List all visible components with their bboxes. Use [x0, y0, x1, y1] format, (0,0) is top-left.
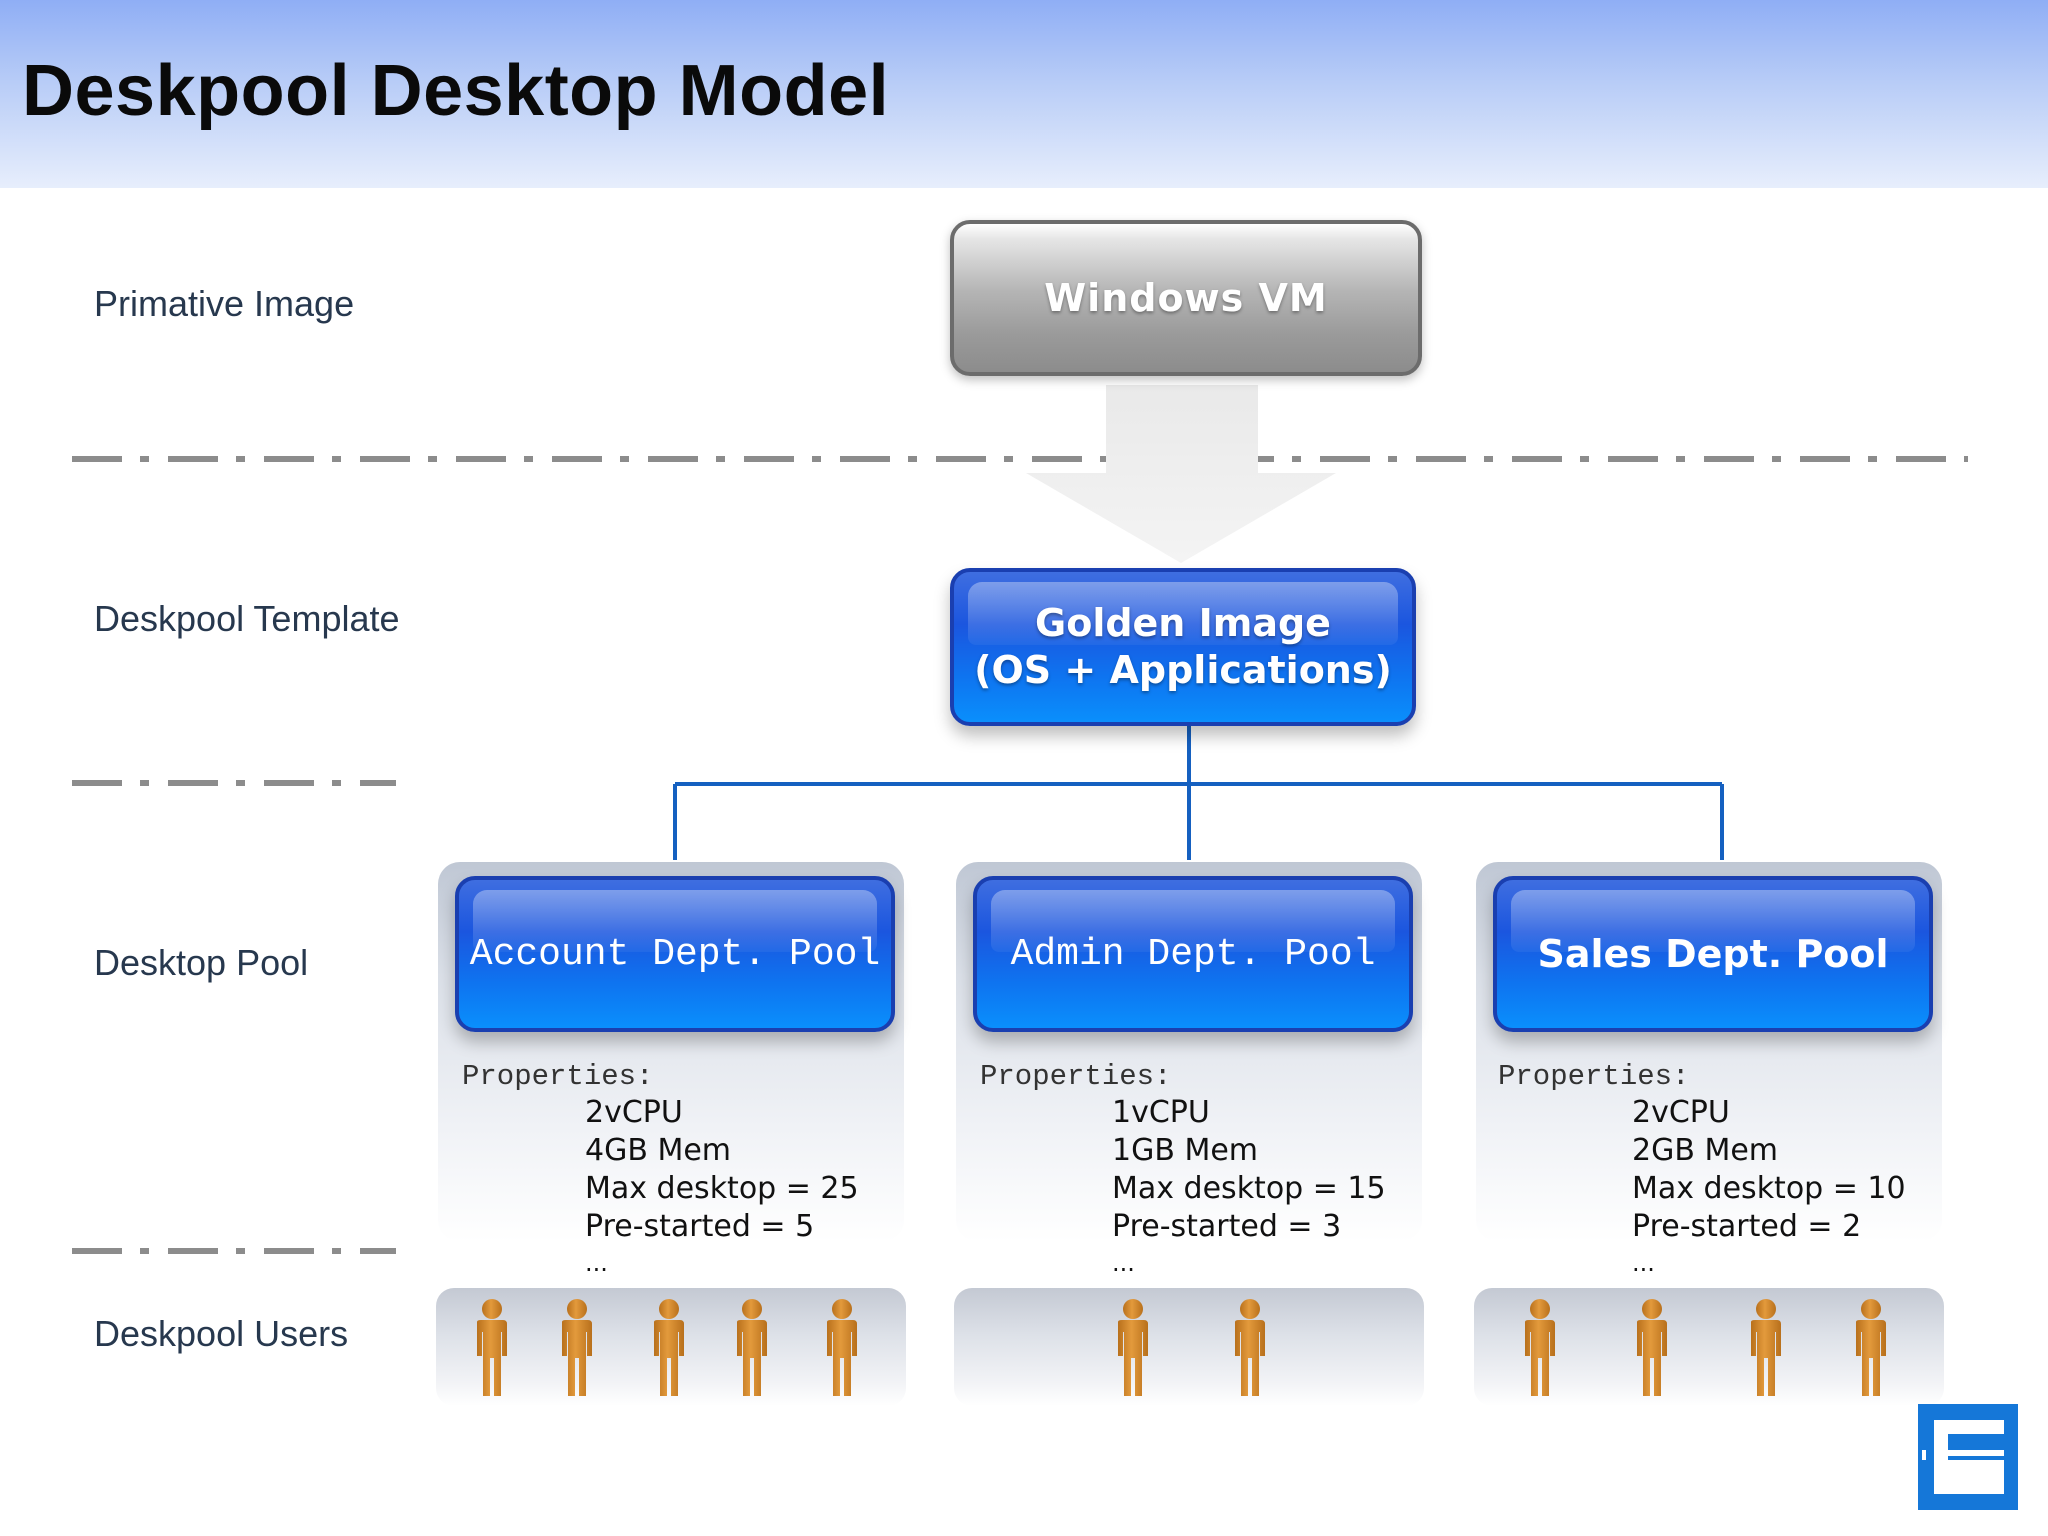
- person-icon: [562, 1299, 592, 1396]
- row-label-deskpool-users: Deskpool Users: [94, 1313, 349, 1354]
- windows-vm-node: Windows VM: [950, 220, 1422, 376]
- windows-vm-label: Windows VM: [1044, 276, 1328, 320]
- admin-prop-pre-started: Pre-started = 3: [1112, 1209, 1342, 1244]
- account-pool-node: Account Dept. Pool: [455, 876, 895, 1032]
- admin-properties-label: Properties:: [980, 1060, 1172, 1093]
- golden-image-title: Golden Image: [1035, 601, 1331, 645]
- admin-prop-ellipsis: ...: [1112, 1249, 1135, 1277]
- admin-prop-max-desktop: Max desktop = 15: [1112, 1171, 1386, 1206]
- down-arrow-icon: [1026, 385, 1336, 563]
- golden-image-subtitle: (OS + Applications): [974, 648, 1392, 692]
- person-icon: [1235, 1299, 1265, 1396]
- sales-prop-mem: 2GB Mem: [1632, 1133, 1779, 1168]
- person-icon: [1751, 1299, 1781, 1396]
- row-label-desktop-pool: Desktop Pool: [94, 942, 309, 983]
- person-icon: [827, 1299, 857, 1396]
- person-icon: [1525, 1299, 1555, 1396]
- sales-prop-max-desktop: Max desktop = 10: [1632, 1171, 1906, 1206]
- person-icon: [1637, 1299, 1667, 1396]
- account-prop-ellipsis: ...: [585, 1249, 608, 1277]
- sales-pool-label: Sales Dept. Pool: [1537, 932, 1889, 976]
- sales-prop-pre-started: Pre-started = 2: [1632, 1209, 1862, 1244]
- account-prop-pre-started: Pre-started = 5: [585, 1209, 815, 1244]
- separator-line-2: [72, 780, 396, 786]
- row-label-deskpool-template: Deskpool Template: [94, 598, 400, 639]
- person-icon: [1856, 1299, 1886, 1396]
- account-properties-label: Properties:: [462, 1060, 654, 1093]
- company-logo-icon: [1912, 1404, 2020, 1510]
- admin-pool-node: Admin Dept. Pool: [973, 876, 1413, 1032]
- person-icon: [654, 1299, 684, 1396]
- admin-prop-mem: 1GB Mem: [1112, 1133, 1259, 1168]
- account-prop-max-desktop: Max desktop = 25: [585, 1171, 859, 1206]
- separator-line-3: [72, 1248, 396, 1254]
- person-icon: [737, 1299, 767, 1396]
- account-prop-mem: 4GB Mem: [585, 1133, 732, 1168]
- slide-title: Deskpool Desktop Model: [22, 51, 890, 131]
- golden-image-node: Golden Image (OS + Applications): [950, 568, 1416, 726]
- sales-prop-ellipsis: ...: [1632, 1249, 1655, 1277]
- sales-pool-node: Sales Dept. Pool: [1493, 876, 1933, 1032]
- row-label-primitive-image: Primative Image: [94, 283, 355, 324]
- title-bar: [0, 0, 2048, 188]
- users-tray-admin: [954, 1288, 1424, 1406]
- admin-pool-label: Admin Dept. Pool: [1010, 932, 1376, 976]
- account-prop-cpu: 2vCPU: [585, 1095, 683, 1130]
- sales-prop-cpu: 2vCPU: [1632, 1095, 1730, 1130]
- person-icon: [1118, 1299, 1148, 1396]
- person-icon: [477, 1299, 507, 1396]
- separator-line-1: [72, 456, 1968, 462]
- sales-properties-label: Properties:: [1498, 1060, 1690, 1093]
- admin-prop-cpu: 1vCPU: [1112, 1095, 1210, 1130]
- account-pool-label: Account Dept. Pool: [469, 932, 881, 976]
